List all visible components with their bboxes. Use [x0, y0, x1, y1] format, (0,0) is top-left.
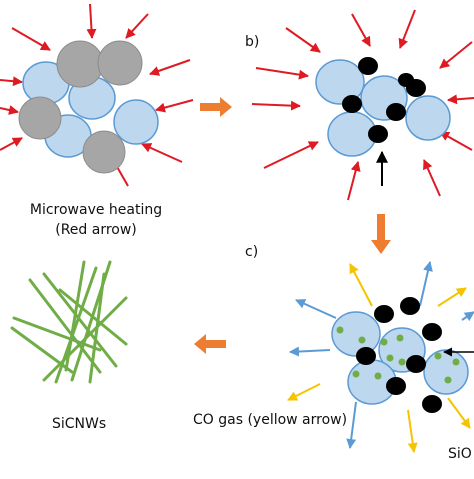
orange-arrow — [194, 334, 226, 354]
gray-particle — [18, 96, 62, 140]
green-dot — [396, 334, 404, 342]
red-arrow — [439, 131, 473, 151]
red-arrow — [11, 27, 51, 51]
red-arrow — [423, 159, 441, 197]
microwave-caption-line1: Microwave heating — [30, 202, 162, 218]
nanowire — [12, 316, 102, 352]
orange-arrow — [371, 214, 391, 254]
panel-c-label: c) — [245, 244, 258, 260]
nanowire — [42, 296, 128, 382]
black-particle — [422, 395, 442, 413]
red-arrow — [263, 141, 319, 169]
red-arrow — [285, 27, 321, 53]
yellow-arrow — [437, 287, 467, 307]
black-particle — [422, 323, 442, 341]
red-arrow — [149, 59, 191, 76]
green-dot — [398, 358, 406, 366]
blue-arrow — [461, 311, 474, 322]
gray-particle — [82, 130, 126, 174]
panel-c-yellow-arrows — [287, 263, 471, 453]
blue-arrow — [346, 401, 357, 449]
panel-c-green-dots — [336, 326, 460, 384]
black-particle — [386, 377, 406, 395]
nanowire — [64, 260, 86, 372]
red-arrow — [439, 41, 473, 69]
yellow-arrow — [287, 383, 321, 401]
green-dot — [444, 376, 452, 384]
panel-a-red-arrows — [0, 3, 194, 187]
yellow-arrow — [349, 263, 373, 307]
blue-particle — [331, 311, 381, 357]
green-dot — [358, 336, 366, 344]
panel-b-red-arrows — [251, 9, 474, 201]
black-particle — [406, 355, 426, 373]
panel-b-black-particles — [342, 57, 426, 143]
yellow-arrow — [447, 397, 471, 429]
black-particle — [342, 95, 362, 113]
green-dot — [352, 370, 360, 378]
red-arrow — [155, 99, 194, 113]
green-dot — [452, 358, 460, 366]
blue-particle — [423, 349, 469, 395]
red-arrow — [0, 76, 23, 87]
blue-particle — [315, 59, 365, 105]
black-particle — [386, 103, 406, 121]
sicnws-caption: SiCNWs — [52, 416, 106, 432]
black-particle — [358, 57, 378, 75]
blue-particle — [405, 95, 451, 141]
panel-a: Microwave heating (Red arrow) — [0, 3, 194, 238]
red-arrow — [125, 13, 149, 39]
sio-caption: SiO — [448, 446, 472, 462]
black-particle — [368, 125, 388, 143]
panel-d: SiCNWs — [10, 260, 128, 432]
blue-particle — [113, 99, 159, 145]
microwave-caption-line2: (Red arrow) — [55, 222, 137, 238]
black-particle — [398, 73, 414, 87]
orange-arrow — [200, 97, 232, 117]
blue-arrow — [289, 346, 331, 357]
black-particle — [356, 347, 376, 365]
green-dot — [434, 352, 442, 360]
co-gas-caption: CO gas (yellow arrow) — [193, 412, 347, 428]
red-arrow — [86, 3, 97, 39]
nanowire — [42, 272, 118, 368]
black-particle — [400, 297, 420, 315]
red-arrow — [347, 161, 361, 201]
panel-a-gray-particles — [18, 40, 143, 174]
red-arrow — [447, 94, 474, 105]
blue-arrow — [419, 261, 433, 307]
yellow-arrow — [407, 409, 418, 453]
nanowire — [28, 278, 102, 374]
gray-particle — [56, 40, 104, 88]
orange-arrow-a-to-b — [200, 97, 232, 117]
red-arrow — [0, 137, 23, 151]
panel-c: c) — [193, 244, 474, 462]
orange-arrow-c-to-d — [194, 334, 226, 354]
red-arrow — [251, 100, 301, 111]
red-arrow — [0, 105, 19, 115]
red-arrow — [351, 13, 371, 47]
green-dot — [386, 354, 394, 362]
blue-arrow — [295, 299, 337, 319]
panel-b: b) — [245, 9, 474, 201]
green-dot — [374, 372, 382, 380]
orange-arrow-b-to-c — [371, 214, 391, 254]
red-arrow — [141, 143, 183, 163]
panel-c-black-particles — [356, 297, 442, 413]
green-dot — [380, 338, 388, 346]
gray-particle — [97, 40, 143, 86]
black-particle — [374, 305, 394, 323]
panel-c-blue-arrows — [289, 261, 474, 449]
red-arrow — [398, 9, 416, 49]
panel-b-label: b) — [245, 34, 259, 50]
green-dot — [336, 326, 344, 334]
red-arrow — [255, 67, 309, 80]
